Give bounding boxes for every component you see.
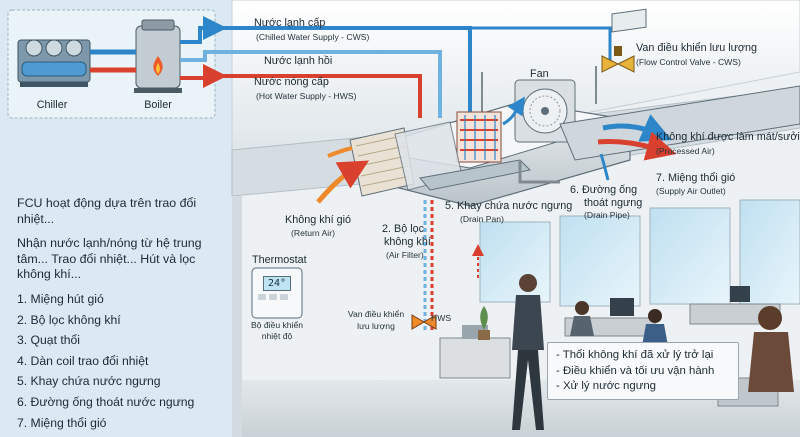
summary-item: - Điều khiển và tối ưu vận hành — [556, 364, 715, 377]
drain-pipe-label-2: thoát ngưng — [584, 197, 643, 209]
chiller-label: Chiller — [36, 99, 68, 111]
filter-label-1: 2. Bộ lọc — [382, 223, 425, 235]
fan-icon — [514, 79, 576, 143]
list-item: 2. Bộ lọc không khí — [17, 312, 121, 327]
return-air-label: Không khí gió — [285, 214, 352, 226]
outlet-label: 7. Miệng thổi gió — [656, 172, 736, 184]
list-item: 7. Miệng thổi gió — [17, 415, 107, 430]
return-label: Nước lạnh hồi — [264, 55, 333, 67]
cws-sublabel: (Chilled Water Supply - CWS) — [256, 32, 370, 42]
intro-text: FCU hoạt động dựa trên trao đổi nhiệt...… — [17, 196, 222, 292]
fan-label: Fan — [530, 68, 549, 80]
summary-box: - Thổi không khí đã xử lý trở lại - Điều… — [547, 342, 739, 400]
flow-valve-icon — [601, 46, 635, 73]
blue-intake-arrow — [502, 96, 525, 126]
list-item: 6. Đường ống thoát nước ngưng — [17, 394, 195, 409]
thermostat-caption-2: nhiệt độ — [261, 331, 293, 341]
coil-icon — [456, 111, 502, 163]
processed-air-red — [597, 131, 677, 161]
plant-pipe-out-hot — [180, 74, 215, 80]
summary-item: - Xử lý nước ngưng — [556, 380, 656, 392]
person-sitting-3 — [748, 306, 794, 392]
valve-sublabel: (Flow Control Valve - CWS) — [636, 57, 741, 67]
person-sitting-1 — [642, 309, 668, 346]
return-pipe — [215, 50, 442, 118]
person-standing — [512, 274, 544, 430]
supply-air-down — [599, 153, 610, 181]
room-pillar — [232, 196, 242, 437]
filter-label-2: không khí — [384, 236, 431, 248]
return-air-sublabel: (Return Air) — [291, 228, 335, 238]
processed-air-sublabel: (Processed Air) — [656, 146, 715, 156]
summary-item: - Thổi không khí đã xử lý trở lại — [556, 349, 714, 361]
outlet-sublabel: (Supply Air Outlet) — [656, 186, 726, 196]
room-valve-label-2: lưu lượng — [357, 321, 395, 331]
thermostat-caption-1: Bộ điều khiển — [250, 320, 304, 330]
boiler-icon — [134, 19, 182, 93]
room-valve-label-1: Van điều khiển — [347, 309, 405, 319]
drain-pipe-label-3: (Drain Pipe) — [584, 210, 630, 220]
thermostat-title: Thermostat — [252, 254, 307, 266]
drain-pipe-label-1: 6. Đường ống — [570, 184, 638, 196]
supply-grille — [611, 8, 647, 33]
valve-label: Van điều khiển lưu lượng — [636, 42, 757, 54]
plant-pot — [478, 306, 490, 340]
hws-pipe — [203, 64, 422, 118]
filter-label-3: (Air Filter) — [386, 250, 424, 260]
hws-label: Nước nóng cấp — [254, 76, 329, 88]
list-item: 4. Dàn coil trao đổi nhiệt — [17, 353, 149, 368]
intro-paragraph-2: Nhận nước lạnh/nóng từ hệ trung tâm... T… — [17, 236, 202, 281]
cws-label: Nước lạnh cấp — [254, 17, 326, 29]
room-valve-icon — [411, 314, 437, 330]
drain-pan-sublabel: (Drain Pan) — [460, 214, 504, 224]
component-list: 1. Miệng hút gió 2. Bộ lọc không khí 3. … — [17, 289, 194, 433]
intro-paragraph-1: FCU hoạt động dựa trên trao đổi nhiệt... — [17, 196, 197, 226]
drain-pan — [419, 159, 532, 191]
plant-pipe-out-ret — [180, 50, 215, 62]
return-air-arrow-2 — [327, 146, 353, 158]
list-item: 1. Miệng hút gió — [17, 292, 104, 306]
processed-air-label: Không khí được làm mát/sưởi — [656, 131, 800, 143]
ceiling-slab — [231, 0, 800, 151]
drain-pan-label: 5. Khay chứa nước ngưng — [445, 200, 573, 212]
person-sitting-2 — [570, 301, 594, 336]
chiller-icon — [17, 39, 91, 87]
boiler-label: Boiler — [144, 99, 172, 111]
valve-pipe — [470, 26, 612, 62]
list-item: 5. Khay chứa nước ngưng — [17, 374, 161, 389]
list-item: 3. Quạt thổi — [17, 333, 81, 348]
drain-pipe — [518, 160, 560, 184]
return-air-arrow — [316, 160, 370, 204]
hws-sublabel: (Hot Water Supply - HWS) — [256, 91, 357, 101]
hws-tag: HWS — [431, 313, 452, 323]
thermostat-display: 24° — [263, 276, 291, 291]
